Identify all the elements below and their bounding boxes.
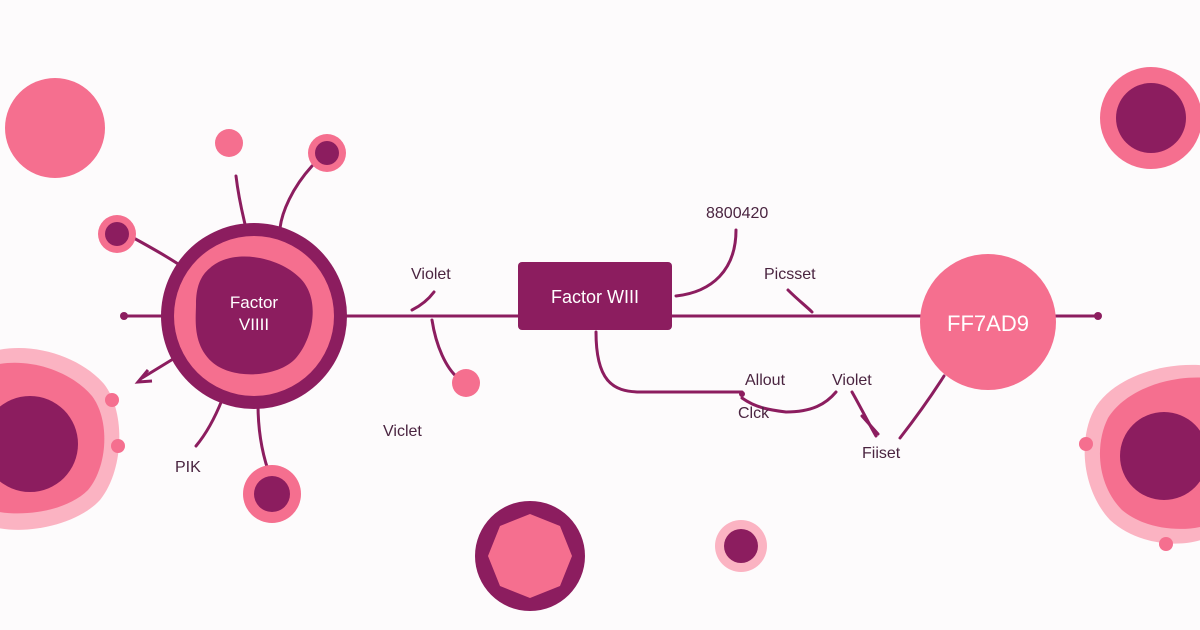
label-fiiset: Fiiset — [862, 445, 901, 462]
label-violet-bottom-left: Viclet — [383, 423, 422, 440]
small-dot — [739, 391, 745, 397]
axis-end-dot — [1094, 312, 1102, 320]
connectors — [128, 164, 946, 472]
label-click: Clck — [738, 405, 770, 422]
label-violet-top: Violet — [411, 266, 451, 283]
receptor-ball — [452, 369, 480, 397]
label-top-code: 8800420 — [706, 205, 768, 222]
decor-cell-top-right — [1100, 67, 1200, 169]
arrow-head-left — [134, 369, 153, 384]
decor-cell-top-left — [5, 78, 105, 178]
receptor-ball — [243, 465, 301, 523]
factor-wiii-box: Factor WIII — [518, 262, 672, 330]
decor-cell-bottom — [475, 501, 585, 611]
receptor-ball — [308, 134, 346, 172]
factor-viiii-cell: Factor VIIII — [161, 223, 347, 409]
axis-start-dot — [120, 312, 128, 320]
decor-cell-mid-right — [1079, 365, 1200, 551]
factor-viiii-label-line2: VIIII — [239, 315, 269, 334]
label-allout: Allout — [745, 372, 786, 389]
label-violet-right: Violet — [832, 372, 872, 389]
label-pik: PIK — [175, 459, 201, 476]
decor-cell-small-bottom — [715, 520, 767, 572]
factor-viiii-label-line1: Factor — [230, 293, 279, 312]
factor-wiii-label: Factor WIII — [551, 287, 639, 307]
receptor-ball — [215, 129, 243, 157]
receptor-ball — [98, 215, 136, 253]
label-proset-top: Picsset — [764, 266, 816, 283]
decor-cell-mid-left — [0, 348, 125, 530]
ff7ad9-node: FF7AD9 — [920, 254, 1056, 390]
ff7ad9-label: FF7AD9 — [947, 311, 1029, 336]
